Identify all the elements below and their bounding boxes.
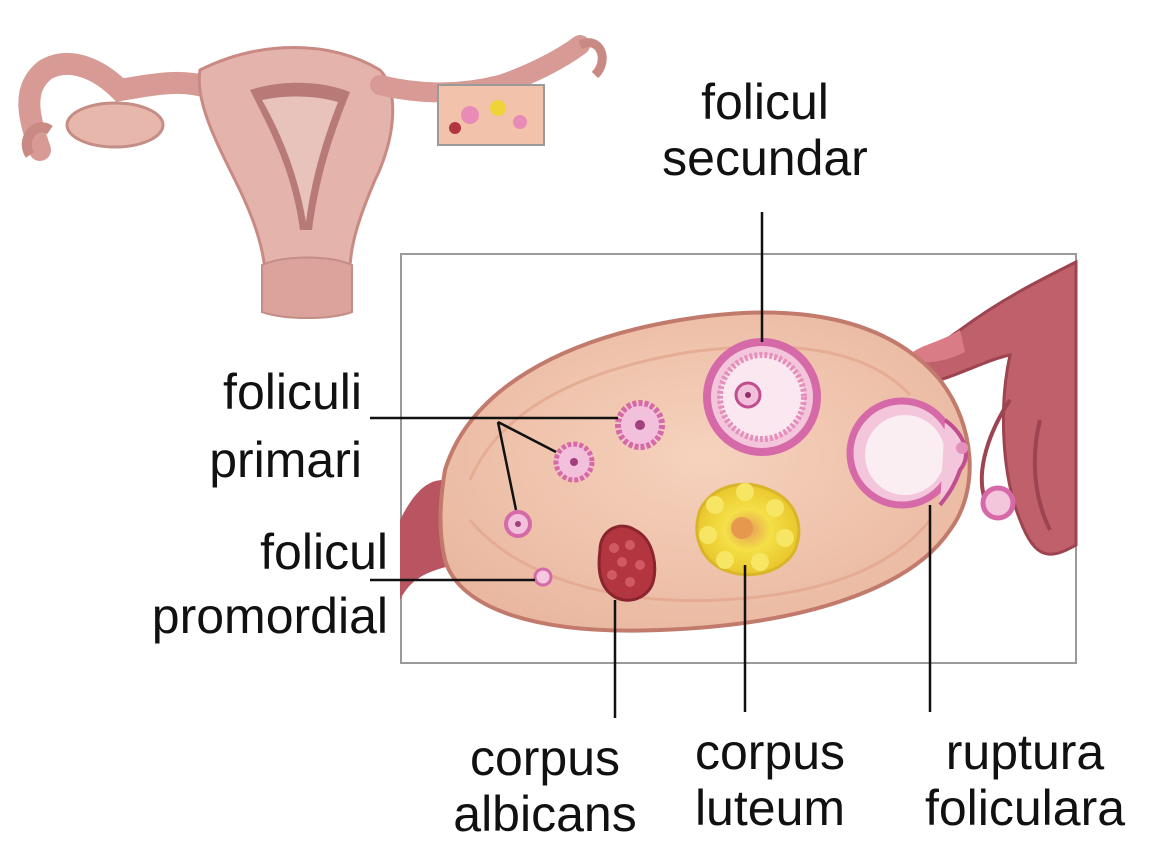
corpus-luteum-structure: [697, 483, 799, 575]
label-secondary-follicle: folicul secundar: [640, 74, 890, 186]
label-primary-follicles-line2: primari: [140, 426, 362, 494]
label-primordial-follicle-line2: promordial: [60, 584, 388, 648]
label-follicular-rupture: ruptura foliculara: [895, 724, 1155, 836]
label-corpus-luteum-line2: luteum: [670, 780, 870, 836]
label-follicular-rupture-line1: ruptura: [895, 724, 1155, 780]
label-corpus-luteum-line1: corpus: [670, 724, 870, 780]
label-primary-follicles: foliculi primari: [140, 358, 362, 494]
secondary-follicle: [707, 342, 817, 452]
primordial-follicle: [535, 569, 551, 585]
label-primordial-follicle: folicul promordial: [60, 520, 388, 648]
label-corpus-albicans-line2: albicans: [430, 786, 660, 842]
label-corpus-luteum: corpus luteum: [670, 724, 870, 836]
label-primary-follicles-line1: foliculi: [140, 358, 362, 426]
label-follicular-rupture-line2: foliculara: [895, 780, 1155, 836]
label-secondary-follicle-line2: secundar: [640, 130, 890, 186]
label-secondary-follicle-line1: folicul: [640, 74, 890, 130]
label-primordial-follicle-line1: folicul: [60, 520, 388, 584]
label-corpus-albicans: corpus albicans: [430, 730, 660, 842]
label-corpus-albicans-line1: corpus: [430, 730, 660, 786]
